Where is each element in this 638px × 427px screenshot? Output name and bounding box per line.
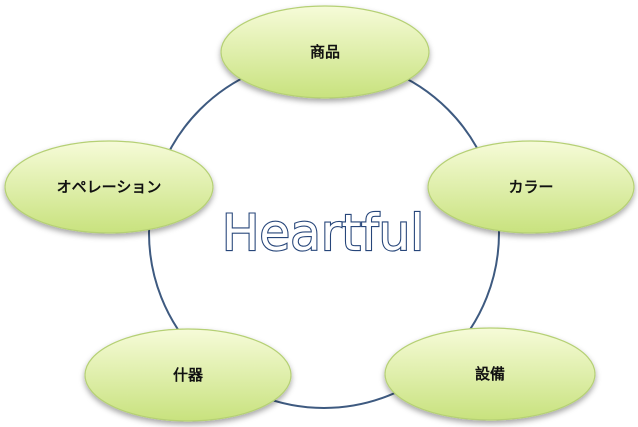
cycle-node-shape — [84, 328, 292, 422]
center-title: Heartful — [222, 204, 424, 262]
cycle-node-shohin: 商品 — [220, 5, 430, 99]
cycle-node-shape — [427, 140, 635, 234]
cycle-node-label: オペレーション — [57, 178, 162, 196]
cycle-node-label: カラー — [508, 178, 553, 196]
cycle-node-juki: 什器 — [84, 328, 292, 422]
cycle-node-color: カラー — [427, 140, 635, 234]
cycle-node-label: 什器 — [173, 366, 204, 384]
cycle-node-operation: オペレーション — [4, 140, 214, 234]
cycle-node-label: 設備 — [475, 365, 505, 383]
cycle-node-label: 商品 — [310, 43, 340, 61]
cycle-node-setsubi: 設備 — [384, 327, 596, 421]
cycle-node-shape — [4, 140, 214, 234]
cycle-node-shape — [384, 327, 596, 421]
cycle-node-shape — [220, 5, 430, 99]
